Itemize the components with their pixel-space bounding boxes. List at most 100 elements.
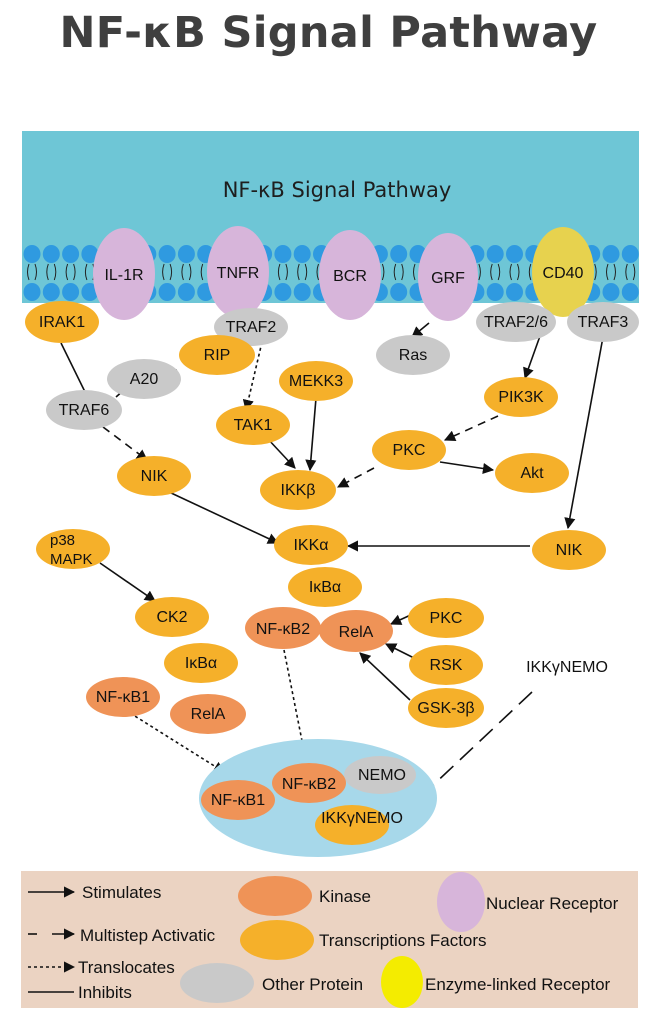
node-rsk-label: RSK bbox=[430, 657, 463, 674]
lipid-head bbox=[42, 283, 60, 301]
node-traf26[interactable] bbox=[476, 302, 556, 342]
edge-pkc-ikkb bbox=[337, 467, 375, 488]
lipid-tail bbox=[53, 263, 57, 281]
node-irak1[interactable] bbox=[25, 301, 99, 343]
legend-nuclear-receptor-swatch bbox=[437, 872, 485, 932]
node-traf3-label: TRAF3 bbox=[578, 314, 629, 331]
node-ikkgnemo-in[interactable] bbox=[315, 805, 389, 845]
legend-box bbox=[21, 871, 638, 1008]
node-nfkb2a[interactable] bbox=[245, 607, 321, 649]
lipid-head bbox=[81, 245, 99, 263]
node-ikba1[interactable] bbox=[288, 567, 362, 607]
node-nfkb1a[interactable] bbox=[86, 677, 160, 717]
node-akt-label: Akt bbox=[520, 465, 544, 482]
receptor-cd40[interactable]: CD40 bbox=[532, 227, 594, 317]
lipid-tail bbox=[46, 263, 49, 281]
node-rela2-label: RelA bbox=[191, 706, 226, 723]
node-ikba2-label: IκBα bbox=[185, 655, 217, 672]
edge-tak1-ikkb bbox=[266, 437, 296, 469]
node-traf3[interactable] bbox=[567, 302, 639, 342]
lipid-tail bbox=[169, 263, 173, 281]
lipid-tail bbox=[509, 263, 512, 281]
node-irak1-label: IRAK1 bbox=[39, 314, 85, 331]
node-p38-mapk[interactable] bbox=[36, 529, 110, 569]
node-traf2[interactable] bbox=[214, 308, 288, 346]
lipid-tail bbox=[84, 263, 88, 281]
lipid-tail bbox=[528, 263, 532, 281]
legend: Stimulates Multistep Activatic Transloca… bbox=[21, 871, 638, 1008]
node-traf6[interactable] bbox=[46, 390, 122, 430]
lipid-head bbox=[506, 283, 523, 301]
lipid-tail bbox=[625, 263, 628, 281]
edge-grf-ras bbox=[411, 322, 430, 338]
node-ikkb[interactable] bbox=[260, 470, 336, 510]
node-nfkb1a-label: NF-κB1 bbox=[96, 689, 150, 706]
edge-traf26-pik3k bbox=[523, 335, 541, 380]
lipid-head bbox=[602, 245, 620, 263]
lipid-tail bbox=[34, 263, 37, 281]
node-ikkgnemo-in-label: IKKγNEMO bbox=[321, 810, 403, 827]
lipid-tail bbox=[73, 263, 76, 281]
lipid-tail bbox=[393, 263, 397, 281]
node-gsk3b[interactable] bbox=[408, 688, 484, 728]
node-nfkb2b[interactable] bbox=[272, 763, 346, 803]
node-ck2[interactable] bbox=[135, 597, 209, 637]
receptor-bcr[interactable]: BCR bbox=[319, 230, 381, 320]
protein-nodes: IRAK1 TRAF2 TRAF2/6 TRAF3 Ras RIP A20 TR… bbox=[25, 301, 639, 845]
node-pkc2-label: PKC bbox=[430, 610, 463, 627]
node-ikba2[interactable] bbox=[164, 643, 238, 683]
node-tak1[interactable] bbox=[216, 405, 290, 445]
lipid-head bbox=[81, 283, 99, 301]
node-pik3k-label: PIK3K bbox=[498, 389, 544, 406]
lipid-tail bbox=[606, 263, 609, 281]
node-rela2[interactable] bbox=[170, 694, 246, 734]
node-pik3k[interactable] bbox=[484, 377, 558, 417]
node-nik1[interactable] bbox=[117, 456, 191, 496]
node-nemo-label: NEMO bbox=[358, 767, 406, 784]
lipid-head bbox=[158, 283, 176, 301]
lipid-tail bbox=[27, 263, 30, 281]
band-title: NF-κB Signal Pathway bbox=[223, 178, 452, 202]
edge-irak1-traf6 bbox=[60, 342, 89, 399]
node-a20[interactable] bbox=[107, 359, 181, 399]
node-rip[interactable] bbox=[179, 335, 255, 375]
node-pkc1[interactable] bbox=[372, 430, 446, 470]
node-nik2-label: NIK bbox=[556, 542, 583, 559]
edge-nfkb1-translocate bbox=[129, 712, 225, 773]
legend-other-protein-swatch bbox=[180, 963, 254, 1003]
edge-mekk3-ikkb bbox=[305, 397, 317, 472]
lipid-tail bbox=[490, 263, 493, 281]
edge-pkc-akt bbox=[439, 461, 495, 475]
node-rela1[interactable] bbox=[319, 610, 393, 652]
receptor-il1r-label: IL-1R bbox=[104, 267, 143, 284]
node-a20-label: A20 bbox=[130, 371, 159, 388]
node-nik1-label: NIK bbox=[141, 468, 168, 485]
lipid-tail bbox=[401, 263, 404, 281]
node-ras[interactable] bbox=[376, 335, 450, 375]
node-ikka[interactable] bbox=[274, 525, 348, 565]
node-akt[interactable] bbox=[495, 453, 569, 493]
lipid-head bbox=[62, 283, 80, 301]
node-ras-label: Ras bbox=[399, 347, 427, 364]
node-nik2[interactable] bbox=[532, 530, 606, 570]
receptor-grf[interactable]: GRF bbox=[418, 233, 478, 321]
lipid-head bbox=[486, 245, 504, 263]
lipid-head bbox=[274, 283, 292, 301]
node-nemo[interactable] bbox=[344, 756, 416, 794]
node-pkc1-label: PKC bbox=[393, 442, 426, 459]
lipid-tail bbox=[517, 263, 520, 281]
edge-rsk-rela bbox=[384, 643, 415, 659]
node-ikka-label: IKKα bbox=[293, 537, 328, 554]
node-nfkb1b[interactable] bbox=[201, 780, 275, 820]
receptor-il1r[interactable]: IL-1R bbox=[93, 228, 155, 320]
lipid-tail bbox=[65, 263, 69, 281]
edge-nik-ikka bbox=[168, 491, 280, 544]
node-mekk3[interactable] bbox=[279, 361, 353, 401]
node-rsk[interactable] bbox=[409, 645, 483, 685]
lipid-head bbox=[23, 283, 41, 301]
node-ikkgnemo-top-label[interactable]: IKKγNEMO bbox=[526, 659, 608, 676]
legend-multistep-label: Multistep Activatic bbox=[80, 926, 216, 945]
node-pkc2[interactable] bbox=[408, 598, 484, 638]
receptor-tnfr[interactable]: TNFR bbox=[207, 226, 269, 318]
lipid-head bbox=[274, 245, 292, 263]
